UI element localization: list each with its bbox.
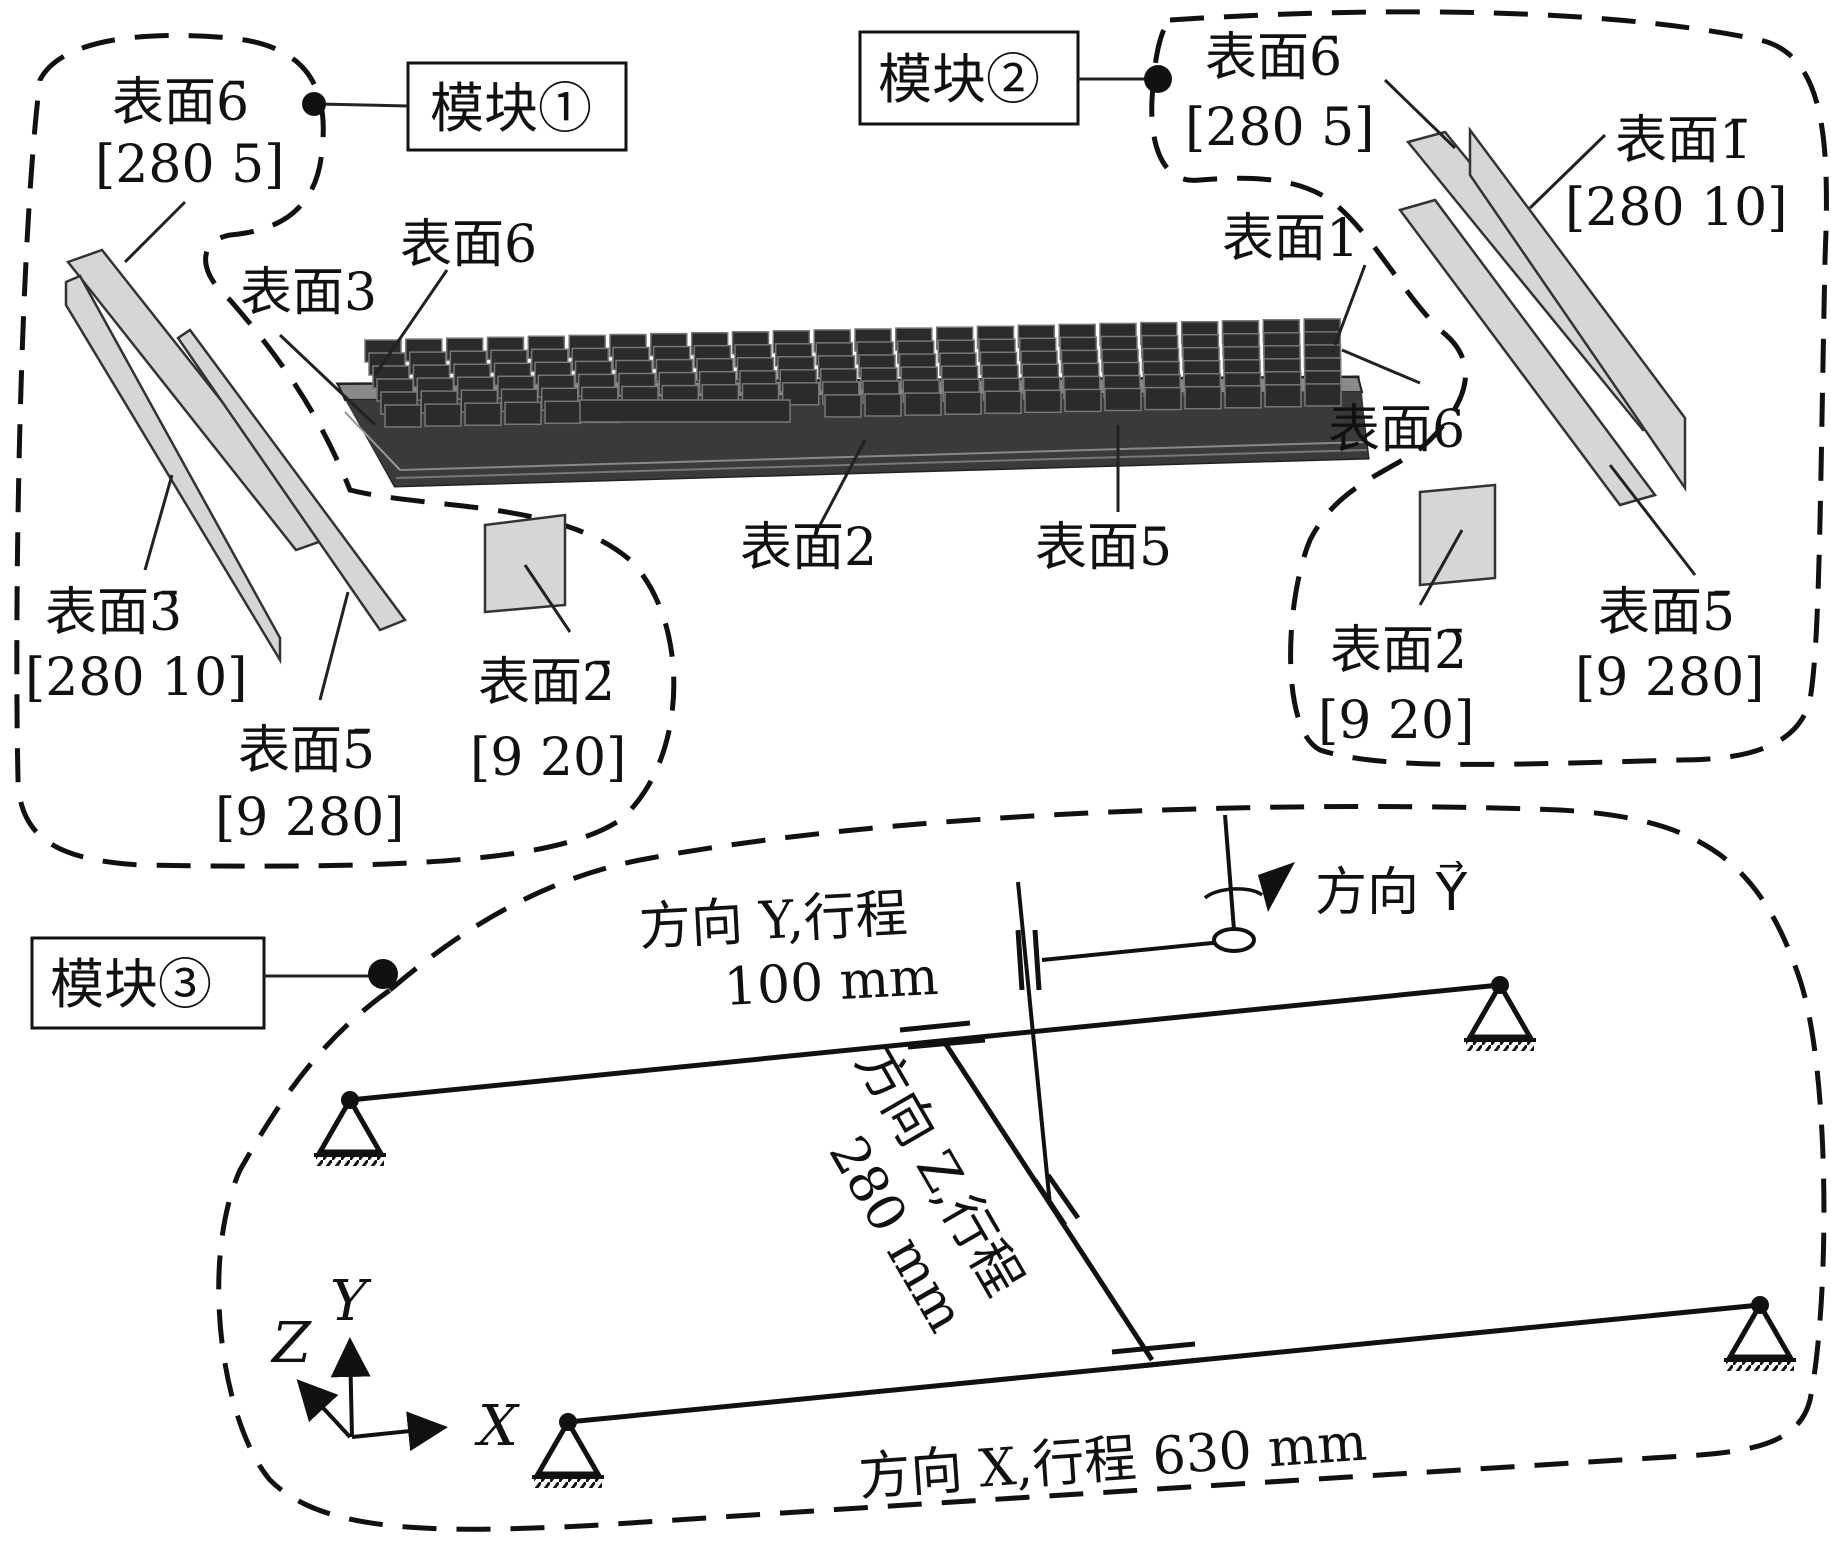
m2-surface6-bar-dims: [280 5] [1185,98,1374,158]
key [1184,385,1222,410]
direction-y-travel-amount: 100 mm [723,947,940,1018]
m2-surface1-bar-plate [1468,126,1687,493]
key [1064,388,1102,413]
module2-leaders [1383,78,1697,606]
m1-surface5-bar-label: 表面5̄ [238,721,375,781]
module1-leaders [123,200,572,701]
m2-surface6-bar-label: 表面6̄ [1205,28,1342,88]
keyboard-surface6-right-label: 表面6 [1328,400,1465,460]
m1-surface2-bar-plate [483,513,567,614]
key [464,402,502,426]
keyboard-surface5-label: 表面5 [1035,518,1172,578]
m2-surface1-bar-dims: [280 10] [1565,178,1788,238]
key [424,403,462,427]
m1-surface3-bar-label: 表面3̄ [45,583,182,643]
m1-surface5-bar-plate [176,328,407,632]
keyboard-surface3-label: 表面3 [240,263,377,323]
axis-z-label: Z [270,1311,312,1376]
key [1104,387,1142,412]
module3-label: 模块③ [50,953,212,1016]
module1-label-box: 模块① [302,61,628,152]
module3-label-box: 模块③ [30,936,398,1030]
key [1304,383,1342,407]
axis-x-label: X [474,1394,520,1459]
key [384,404,422,428]
m2-surface5-bar-dims: [9 280] [1575,648,1764,708]
keyboard-keys [364,318,1342,428]
rail-back [349,982,1501,1103]
keyboard-surface1-label: 表面1 [1222,209,1359,269]
key [1024,389,1062,414]
keyboard-surface2-label: 表面2 [740,518,877,578]
key [824,394,862,418]
key [944,391,982,415]
keyboard [335,318,1370,488]
key [504,401,542,426]
module2-label-box: 模块② [858,30,1172,126]
keyboard-surface6-left-label: 表面6 [400,215,537,275]
direction-y-travel-label: 方向 Y,行程 [638,884,909,958]
m1-surface5-bar-dims: [9 280] [215,788,404,848]
module2-outline [1149,9,1829,767]
m2-surface5-bar-plate [1397,198,1658,507]
y-axis-column [1016,881,1052,1206]
m2-surface5-bar-label: 表面5̄ [1598,583,1735,643]
key [904,392,942,416]
axis-y-label: Y [330,1269,372,1334]
key [544,400,582,425]
key [864,393,902,417]
module2-label: 模块② [878,48,1040,111]
m2-surface1-bar-label: 表面1̄ [1615,111,1752,171]
key [984,390,1022,415]
m1-surface6-bar-dims: [280 5] [95,135,284,195]
keyboard-leaders [278,264,1421,526]
direction-y-vector-label: 方向 Y⃗ [1315,861,1468,923]
key [1264,384,1302,408]
m1-surface3-bar-dims: [280 10] [25,648,248,708]
spacebar-key [579,399,791,423]
key [1144,386,1182,411]
module1-plates [64,248,567,665]
coordinate-axes: X Y Z [270,1269,520,1459]
m1-surface6-bar-label: 表面6̄ [112,73,249,133]
key [781,382,820,406]
m1-surface2-bar-label: 表面2̄ [478,653,615,713]
m1-surface2-bar-dims: [9 20] [470,728,626,788]
module1-outline [14,32,677,869]
support-back-left [314,1091,386,1166]
m1-surface3-bar-plate [64,274,282,665]
support-front-left [532,1413,604,1488]
xy-stage-mechanism [314,814,1796,1488]
m2-surface2-bar-dims: [9 20] [1318,691,1474,751]
module1-label: 模块① [430,77,592,140]
m2-surface2-bar-label: 表面2̄ [1330,621,1467,681]
module3-outline [216,804,1827,1532]
key [1224,385,1262,409]
